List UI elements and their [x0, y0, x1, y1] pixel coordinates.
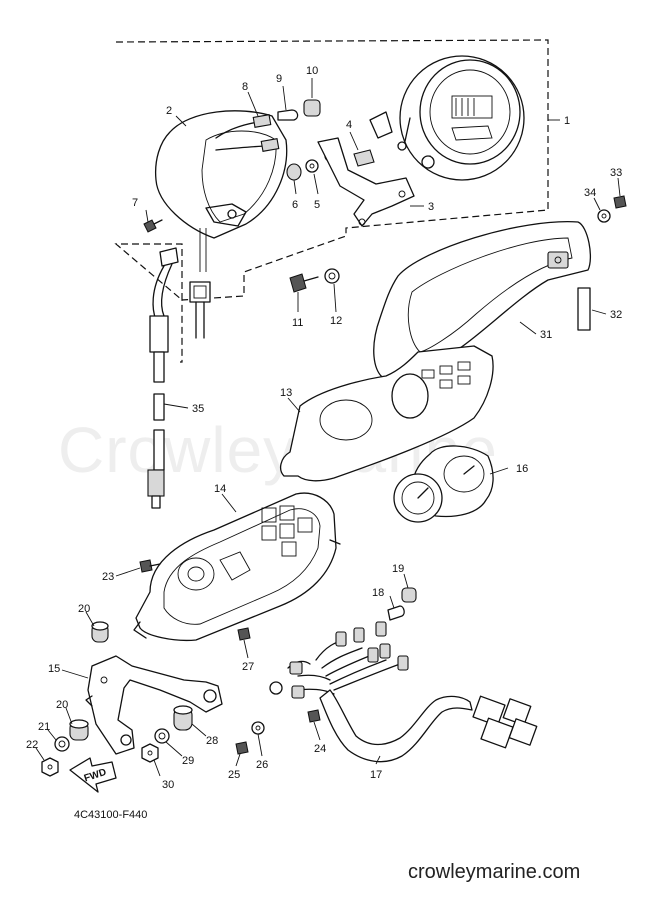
harness-bulb-sockets	[289, 621, 409, 699]
callout-35: 35	[192, 403, 204, 415]
callout-5: 5	[314, 199, 320, 211]
grommet-12	[324, 268, 340, 284]
drawing-code: 4C43100-F440	[74, 809, 147, 821]
callout-10: 10	[306, 65, 318, 77]
part-32	[577, 287, 591, 331]
callout-13: 13	[280, 387, 292, 399]
wire-harness-17	[269, 639, 538, 763]
meter-panel-13	[279, 345, 494, 482]
indicator-lens-10	[303, 99, 321, 117]
callout-32: 32	[610, 309, 622, 321]
nut-22	[41, 757, 59, 777]
washer-34	[597, 209, 611, 223]
callout-15: 15	[48, 663, 60, 675]
callout-22: 22	[26, 739, 38, 751]
callout-14: 14	[214, 483, 226, 495]
callout-2: 2	[166, 105, 172, 117]
callout-33: 33	[610, 167, 622, 179]
washer-21	[54, 736, 70, 752]
screw-24	[307, 709, 321, 723]
callout-18: 18	[372, 587, 384, 599]
leader-lines	[35, 78, 621, 777]
screw-33	[613, 195, 627, 209]
callout-21: 21	[38, 721, 50, 733]
bulb-18	[387, 605, 405, 621]
meter-assembly	[397, 55, 525, 181]
callout-34: 34	[584, 187, 596, 199]
callout-24: 24	[314, 743, 326, 755]
screw-23	[139, 559, 161, 573]
lens-cap-19	[401, 587, 417, 603]
bulb-socket-8	[252, 114, 280, 152]
callout-26: 26	[256, 759, 268, 771]
screw-27	[237, 627, 251, 641]
callout-20-upper: 20	[78, 603, 90, 615]
callout-4: 4	[346, 119, 352, 131]
callout-7: 7	[132, 197, 138, 209]
screw-25	[235, 741, 249, 755]
grommet-6	[286, 163, 302, 181]
callout-23: 23	[102, 571, 114, 583]
meter-bracket-3	[317, 111, 415, 227]
meter-cable-35	[147, 247, 179, 509]
callout-6: 6	[292, 199, 298, 211]
site-footer: crowleymarine.com	[408, 861, 580, 883]
forward-direction-arrow: FWD	[69, 757, 117, 793]
callout-16: 16	[516, 463, 528, 475]
bulb-9	[277, 109, 299, 121]
callout-25: 25	[228, 769, 240, 781]
callout-8: 8	[242, 81, 248, 93]
callout-12: 12	[330, 315, 342, 327]
callout-17: 17	[370, 769, 382, 781]
callout-1: 1	[564, 115, 570, 127]
bracket-15	[85, 655, 223, 755]
tachometer-16	[393, 445, 494, 523]
washer-29	[154, 728, 170, 744]
callout-31: 31	[540, 329, 552, 341]
grommet-20-lower	[69, 719, 89, 741]
screw-7	[143, 219, 163, 233]
callout-19: 19	[392, 563, 404, 575]
callout-27: 27	[242, 661, 254, 673]
meter-cover-31	[373, 221, 592, 381]
callout-20-lower: 20	[56, 699, 68, 711]
bolt-11	[289, 273, 319, 293]
callout-29: 29	[182, 755, 194, 767]
meter-housing	[154, 110, 288, 339]
grommet-28	[173, 705, 193, 731]
callout-labels: 1 2 3 4 5 6 7 8 9 10 11 12 13 14 15 16 1…	[26, 65, 622, 791]
callout-28: 28	[206, 735, 218, 747]
washer-5	[305, 159, 319, 173]
assembly-dashed-outline	[114, 39, 549, 363]
callout-9: 9	[276, 73, 282, 85]
washer-26	[251, 721, 265, 735]
nut-30	[141, 743, 159, 763]
meter-base-14	[133, 492, 341, 642]
callout-30: 30	[162, 779, 174, 791]
grommet-20-upper	[91, 621, 109, 643]
callout-11: 11	[292, 317, 303, 329]
callout-3: 3	[428, 201, 434, 213]
